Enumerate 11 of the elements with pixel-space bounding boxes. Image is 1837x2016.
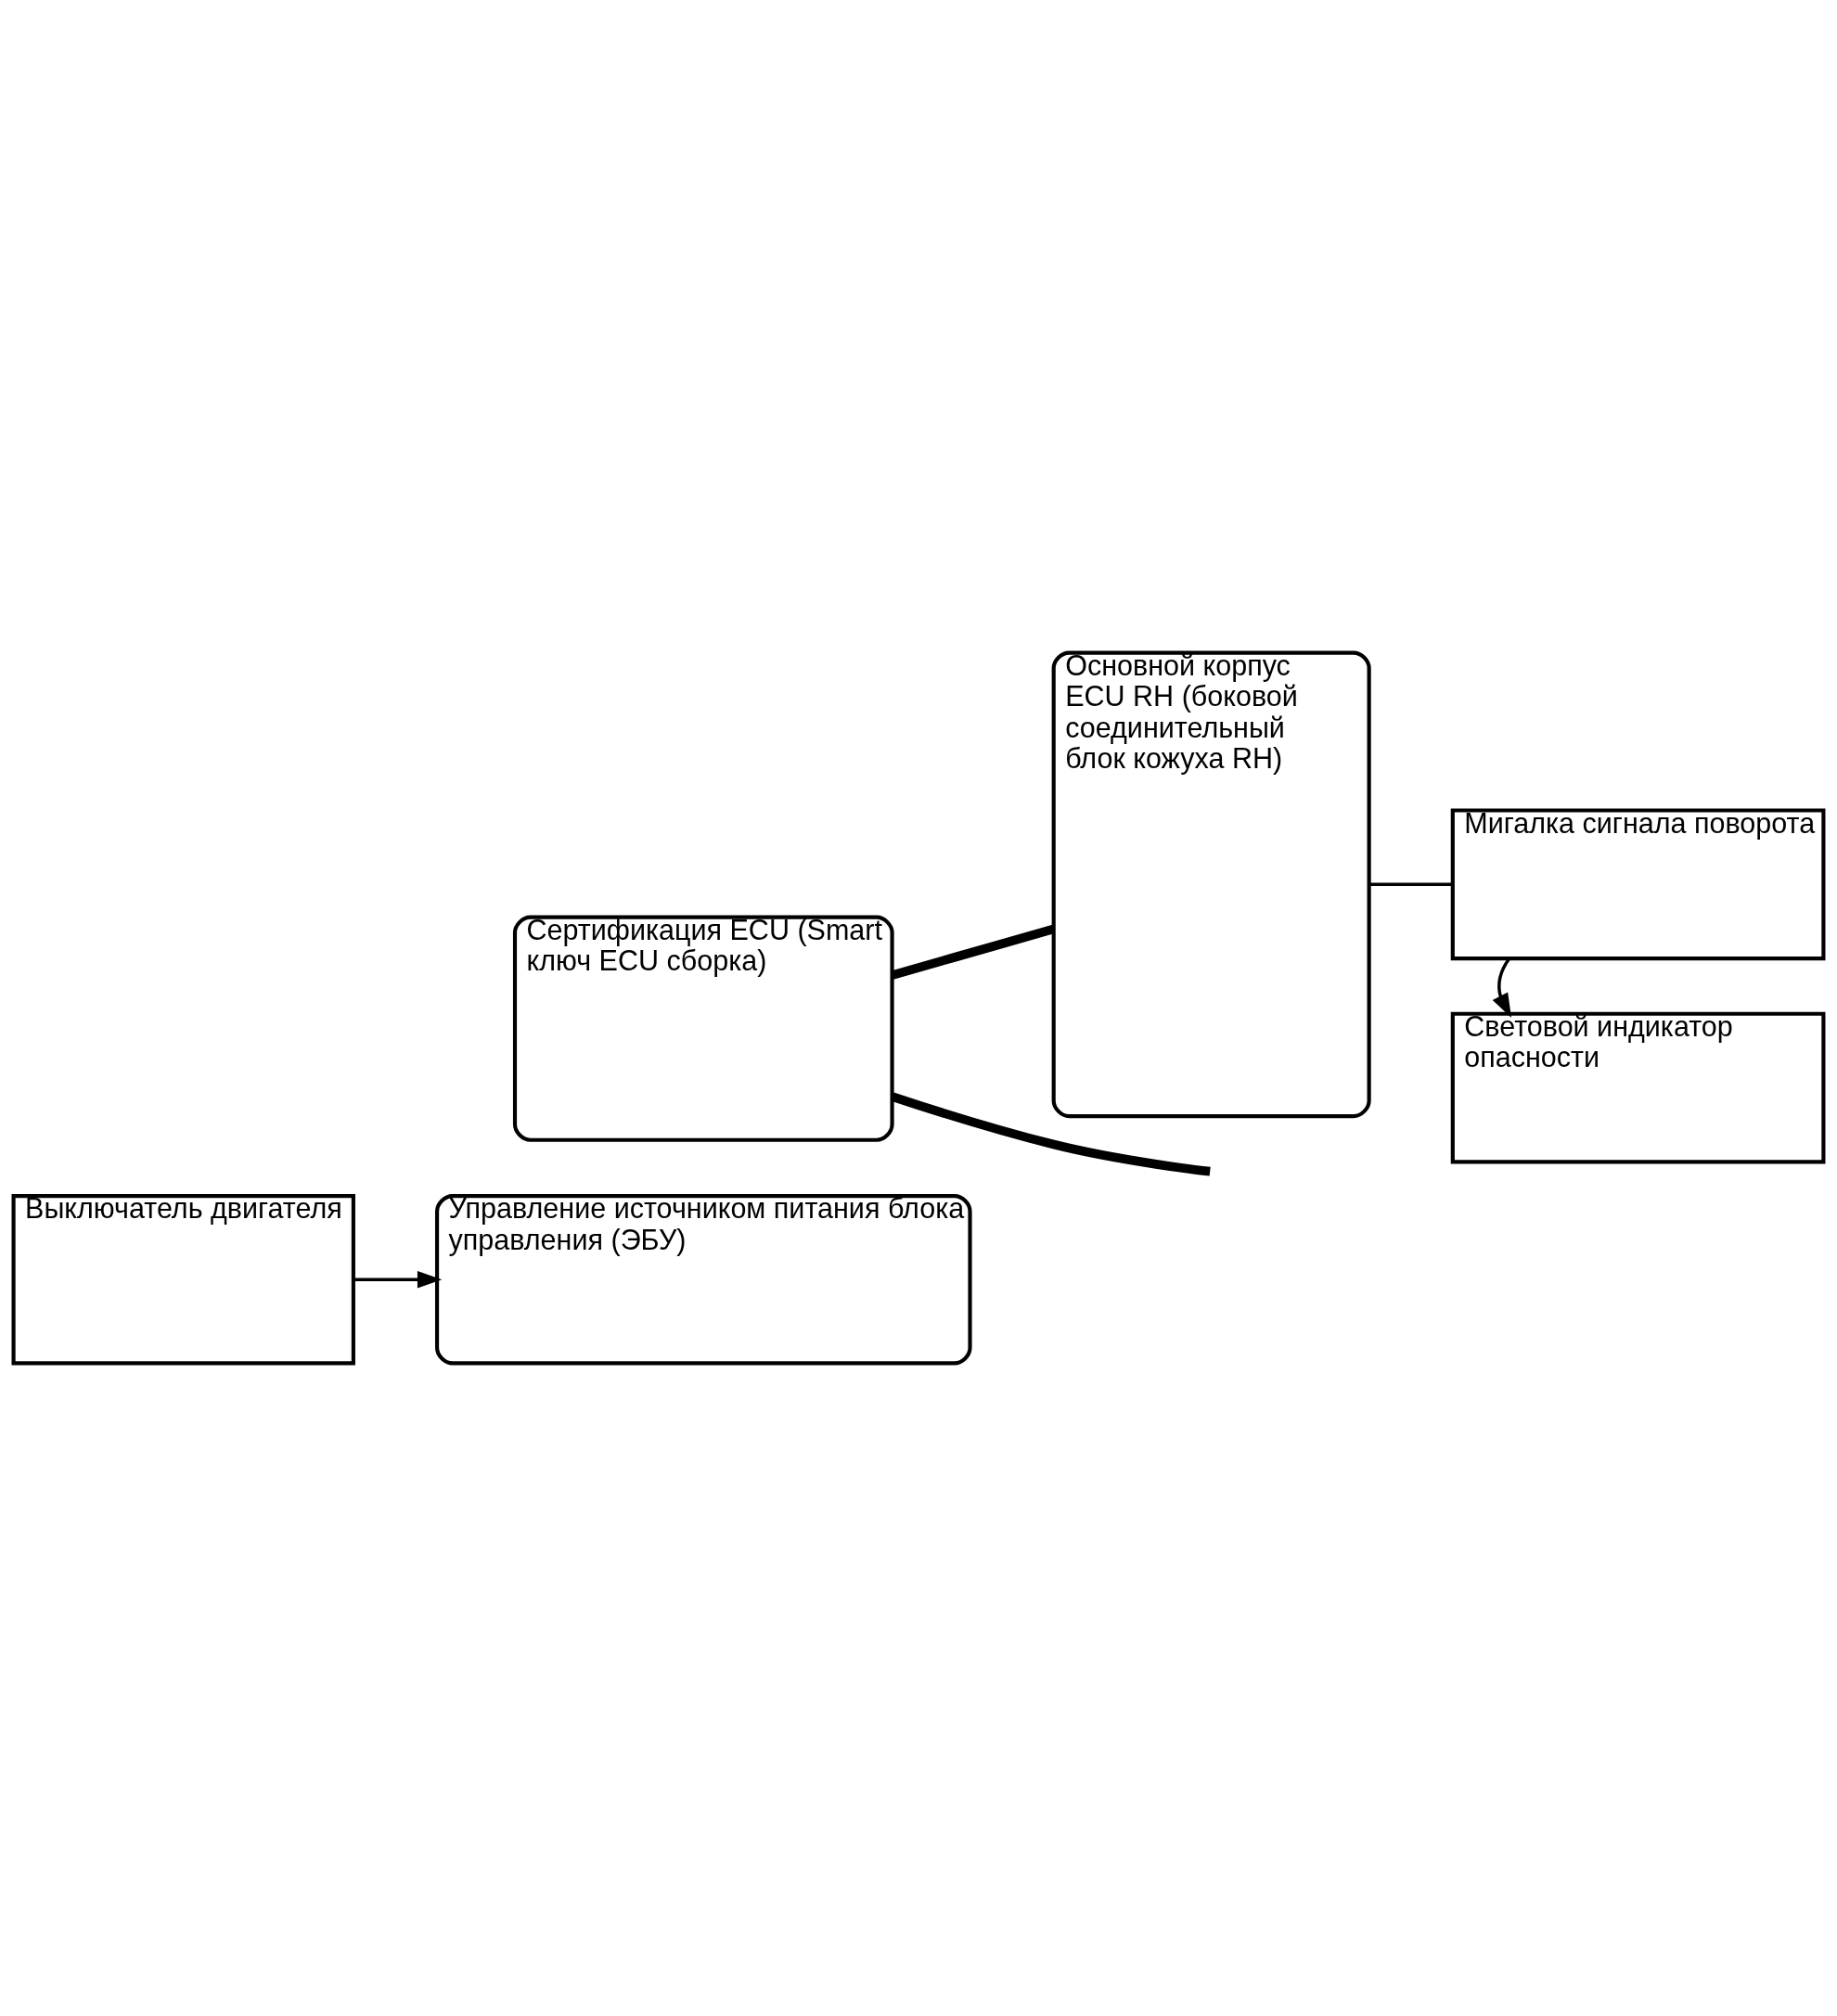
connector	[891, 924, 1055, 980]
connector	[891, 1092, 1211, 1176]
node-box: Световой индикатор опасности	[1450, 1011, 1826, 1164]
connector	[1369, 882, 1453, 887]
node-box: Выключатель двигателя	[11, 1194, 355, 1366]
node-box: Мигалка сигнала поворота	[1450, 808, 1826, 961]
node-box: Управление источником питания блока управления (ЭБУ)	[435, 1194, 972, 1366]
arrow	[353, 1271, 443, 1289]
node-box: Сертификация ECU (Smart ключ ECU сборка)	[512, 915, 894, 1142]
arrow	[1492, 957, 1512, 1019]
node-box: Основной корпус ECU RH (боковой соединительный блок кожуха RH)	[1051, 650, 1371, 1119]
